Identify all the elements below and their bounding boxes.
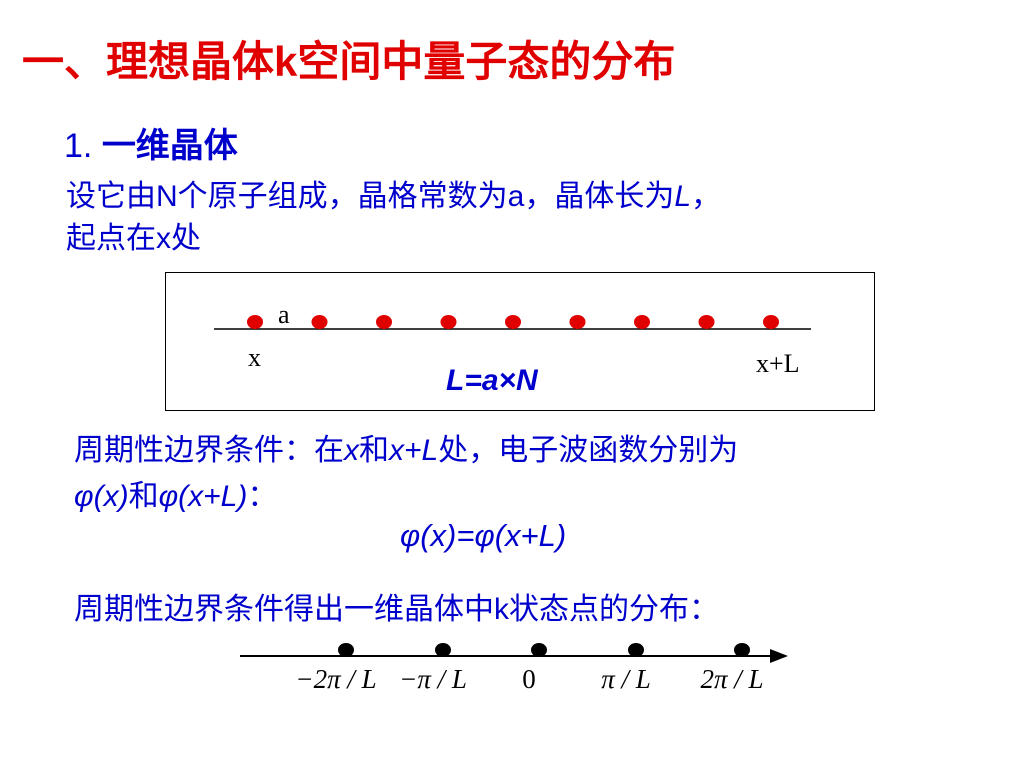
boundary-text-b: 和 [359,434,389,467]
periodic-equation: φ(x)=φ(x+L) [400,518,567,553]
phi-symbol-2: φ [158,480,179,513]
section-heading: 1. 一维晶体 [64,118,238,167]
boundary-text-a: 周期性边界条件：在 [74,434,344,467]
k-tick-label: π / L [601,664,651,694]
boundary-line-2: φ(x)和φ(x+L)： [74,474,994,520]
phi-arg-1: (x) [93,480,129,513]
boundary-colon: ： [247,480,278,513]
k-tick-label: −2π / L [295,664,376,694]
boundary-line-1: 周期性边界条件：在x和x+L处，电子波函数分别为 [74,428,994,474]
boundary-x: x [344,434,359,467]
k-label-group: −2π / L −π / L 0 π / L 2π / L [295,664,763,694]
lattice-figure: a x x+L L=a×N [165,272,875,411]
atom-dot [311,315,328,329]
k-point-dot [338,643,354,657]
k-tick-label: −π / L [399,664,467,694]
page-title: 一、理想晶体k空间中量子态的分布 [22,38,676,85]
atom-group [247,315,779,329]
k-tick-label: 2π / L [700,664,763,694]
conclusion-text: 周期性边界条件得出一维晶体中k状态点的分布： [74,593,719,626]
phi-symbol-1: φ [74,480,94,513]
atom-dot [634,315,650,329]
k-point-group [338,643,750,657]
atom-dot [440,315,457,329]
boundary-x-plus-l: x+L [389,434,439,467]
atom-dot [247,315,263,329]
start-label: x [248,343,261,372]
lattice-diagram: a x x+L L=a×N [214,300,811,397]
spacing-label: a [278,300,290,329]
k-point-dot [628,643,644,657]
section-label: 一维晶体 [101,127,238,165]
k-tick-label: 0 [522,664,536,694]
k-point-dot [531,643,547,657]
intro-text-b: ， [691,180,722,213]
intro-line-1: 设它由N个原子组成，晶格常数为a，晶体长为L， [66,176,966,218]
intro-text-a: 设它由N个原子组成，晶格常数为a，晶体长为 [66,180,675,213]
k-point-dot [435,643,451,657]
section-number: 1. [64,127,93,165]
k-axis-arrowhead [770,649,788,663]
atom-dot [698,315,715,329]
atom-dot [376,315,392,329]
atom-dot [763,315,779,329]
atom-dot [505,315,521,329]
atom-dot [569,315,586,329]
lattice-formula: L=a×N [446,364,539,397]
boundary-paragraph: 周期性边界条件：在x和x+L处，电子波函数分别为 φ(x)和φ(x+L)： [74,428,994,520]
phi-arg-2: (x+L) [178,480,248,513]
end-label: x+L [756,349,800,378]
intro-line-2: 起点在x处 [66,222,201,255]
intro-paragraph: 设它由N个原子组成，晶格常数为a，晶体长为L， 起点在x处 [66,176,966,260]
k-point-dot [734,643,750,657]
intro-length-symbol: L [674,180,692,213]
boundary-and: 和 [128,480,159,513]
k-axis-diagram: −2π / L −π / L 0 π / L 2π / L [240,643,788,694]
boundary-text-c: 处，电子波函数分别为 [438,434,739,467]
